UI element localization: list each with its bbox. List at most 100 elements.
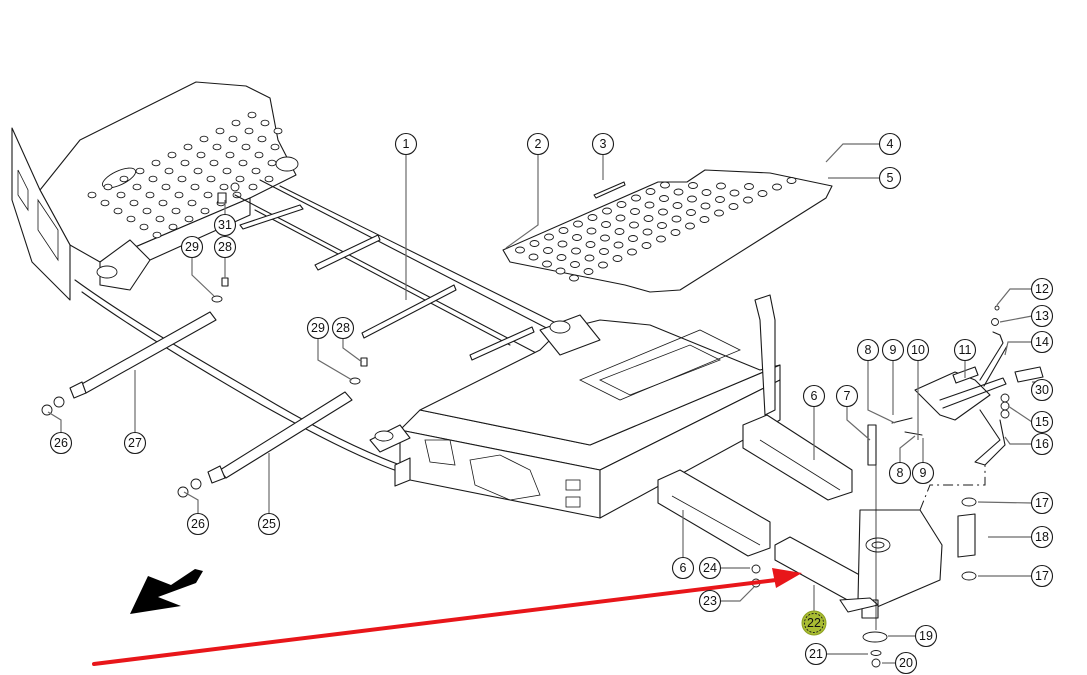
perforation-hole [87,191,97,199]
callout-15[interactable]: 15 [1030,410,1054,434]
callout-1[interactable]: 1 [394,132,418,156]
callout-17-upper[interactable]: 17 [1030,491,1054,515]
perforation-hole [673,188,684,196]
perforation-hole [260,119,270,127]
callout-19[interactable]: 19 [914,624,938,648]
perforation-hole [155,215,165,223]
perforation-hole [209,159,219,167]
callout-26-upper[interactable]: 26 [49,431,73,455]
callout-25[interactable]: 25 [257,512,281,536]
perforation-hole [643,215,654,222]
side-channels [657,414,853,557]
direction-arrow-icon [130,569,203,614]
callout-21[interactable]: 21 [804,642,828,666]
perforation-hole [613,241,624,249]
perforation-hole [585,241,596,248]
perforation-hole [168,223,178,231]
callout-27[interactable]: 27 [123,431,147,455]
perforation-hole [100,199,110,207]
perforation-hole [203,191,213,199]
callout-5[interactable]: 5 [878,166,902,190]
callout-8-lower[interactable]: 8 [888,461,912,485]
callout-29-right[interactable]: 29 [306,316,330,340]
perforation-hole [222,167,232,175]
perforation-hole [542,260,552,268]
callout-23[interactable]: 23 [698,589,722,613]
callout-8-upper[interactable]: 8 [856,338,880,362]
callout-14[interactable]: 14 [1030,330,1054,354]
svg-text:8: 8 [865,343,872,357]
svg-text:3: 3 [600,137,607,151]
perforation-hole [184,215,194,223]
perforation-hole [544,233,554,241]
perforation-hole [235,175,245,183]
callout-28-left[interactable]: 28 [213,235,237,259]
callout-31[interactable]: 31 [213,213,237,237]
callout-30[interactable]: 30 [1030,378,1054,402]
perforation-hole [616,201,627,208]
callout-12[interactable]: 12 [1030,277,1054,301]
perforation-hole [251,167,261,175]
callout-6-upper[interactable]: 6 [802,384,826,408]
callout-9-lower[interactable]: 9 [911,461,935,485]
perforation-hole [628,235,638,242]
frame-rails [41,179,601,498]
perforation-hole [231,119,241,127]
perforation-hole [714,209,724,217]
perforation-hole [219,183,229,191]
perforation-hole [556,254,567,261]
callout-22-highlighted[interactable]: 22 [801,610,827,636]
rear-platform [11,81,299,301]
callout-13[interactable]: 13 [1030,304,1054,328]
perforation-hole [142,207,152,215]
svg-text:19: 19 [919,629,933,643]
perforation-hole [116,191,126,199]
callout-20[interactable]: 20 [894,651,918,675]
perforation-hole [685,222,695,230]
perforation-hole [152,231,162,239]
perforation-hole [583,268,594,275]
perforation-hole [573,220,583,228]
floor-plate [502,169,833,293]
perforation-hole [267,159,277,167]
callout-16[interactable]: 16 [1030,432,1054,456]
svg-text:8: 8 [897,466,904,480]
callout-7[interactable]: 7 [835,384,859,408]
svg-text:4: 4 [887,137,894,151]
perforation-hole [187,199,197,207]
perforation-hole [627,248,637,256]
callout-29-left[interactable]: 29 [180,235,204,259]
perforation-hole [257,135,267,143]
perforation-hole [232,191,242,199]
callout-4[interactable]: 4 [878,132,902,156]
perforation-hole [183,143,193,151]
callout-24[interactable]: 24 [698,556,722,580]
perforation-hole [656,235,666,243]
perforation-hole [164,167,174,175]
perforation-hole [212,143,222,151]
callout-10[interactable]: 10 [906,338,930,362]
callout-28-right[interactable]: 28 [331,316,355,340]
callout-11[interactable]: 11 [953,338,977,362]
callout-9-upper[interactable]: 9 [881,338,905,362]
callout-3[interactable]: 3 [591,132,615,156]
callout-18[interactable]: 18 [1030,525,1054,549]
perforation-hole [139,223,149,231]
svg-text:21: 21 [809,647,823,661]
perforation-hole [612,255,623,262]
callout-2[interactable]: 2 [526,132,550,156]
leader-lines [47,143,1038,664]
perforation-hole [569,274,579,282]
perforation-hole [728,203,739,210]
perforation-hole [145,191,155,199]
perforation-hole [244,127,254,135]
perforation-hole [729,189,740,197]
callout-6-lower[interactable]: 6 [671,556,695,580]
perforation-hole [659,195,669,202]
perforation-hole [772,183,782,191]
callout-17-lower[interactable]: 17 [1030,564,1054,588]
perforation-hole [174,191,184,199]
callout-26-lower[interactable]: 26 [186,512,210,536]
perforation-hole [180,159,190,167]
perforation-hole [686,209,696,216]
